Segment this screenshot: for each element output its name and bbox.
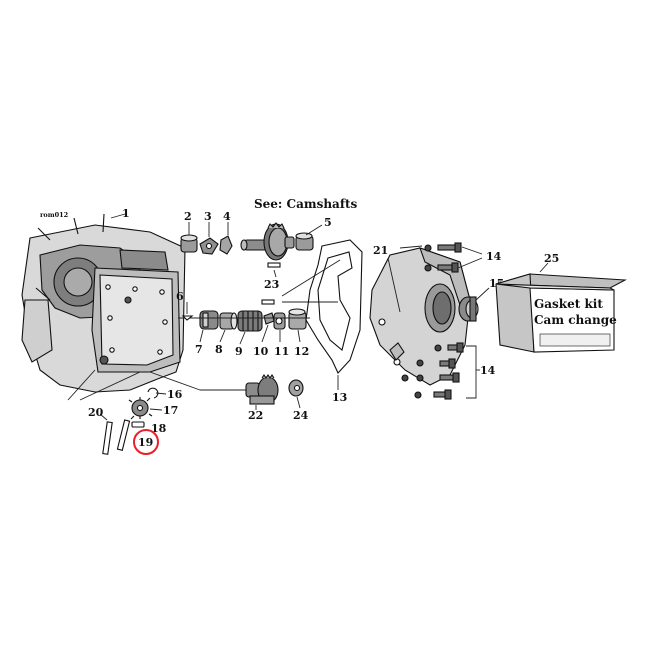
part-20-shaft xyxy=(102,421,113,455)
part-4-key xyxy=(219,235,233,255)
callout-19: 19 xyxy=(138,436,153,449)
part-5-bushing xyxy=(295,232,314,251)
crankcase xyxy=(21,213,186,393)
callout-24: 24 xyxy=(293,409,309,422)
reference-code: rom012 xyxy=(40,211,68,219)
part-15-seal xyxy=(458,296,479,322)
callout-4: 4 xyxy=(223,210,231,223)
callout-1: 1 xyxy=(122,207,130,220)
part-2-bushing xyxy=(180,234,198,253)
part-10-key xyxy=(263,312,275,325)
callout-17: 17 xyxy=(163,404,178,417)
part-19-highlight-ring xyxy=(133,429,159,455)
part-8-bushing xyxy=(219,312,238,330)
part-13-cam-cover-gasket xyxy=(305,239,363,374)
part-18-pin xyxy=(131,421,145,428)
callout-10: 10 xyxy=(253,345,269,358)
callout-5: 5 xyxy=(324,216,332,229)
callout-25: 25 xyxy=(544,252,559,265)
callout-2: 2 xyxy=(184,210,192,223)
part-25-gasket-kit xyxy=(495,273,627,353)
part-12-bushing xyxy=(288,308,307,330)
part-17-gear xyxy=(128,397,153,420)
callout-12: 12 xyxy=(294,345,309,358)
camshafts-note: See: Camshafts xyxy=(254,197,358,211)
part-21-cam-cover xyxy=(369,247,471,386)
callout-13: 13 xyxy=(332,391,347,404)
callout-8: 8 xyxy=(215,343,223,356)
callout-14-lower: 14 xyxy=(480,364,496,377)
gasket-kit-line-2: Cam change xyxy=(534,313,617,327)
callout-23: 23 xyxy=(264,278,279,291)
camshaft-gear-assembly xyxy=(240,222,295,261)
cover-screws-top xyxy=(424,242,462,273)
callout-6: 6 xyxy=(176,290,184,303)
callout-22: 22 xyxy=(248,409,263,422)
cover-screws-lower xyxy=(401,342,464,400)
callout-11: 11 xyxy=(274,345,289,358)
callout-20: 20 xyxy=(88,406,104,419)
part-24-washer xyxy=(288,379,304,397)
callout-9: 9 xyxy=(235,345,243,358)
part-9-pinion-gear xyxy=(237,310,263,332)
callout-14-top: 14 xyxy=(486,250,502,263)
part-3-washer xyxy=(199,237,219,255)
part-11-spacer xyxy=(273,312,286,330)
part-23-pin-lower xyxy=(261,299,275,305)
callout-7: 7 xyxy=(195,343,203,356)
part-23-pin-upper xyxy=(267,262,281,268)
callout-16: 16 xyxy=(167,388,183,401)
part-7-bearing xyxy=(199,310,219,330)
part-16-clip xyxy=(147,387,159,399)
callout-3: 3 xyxy=(204,210,212,223)
part-19-shaft xyxy=(116,419,131,451)
gasket-kit-line-1: Gasket kit xyxy=(534,297,603,311)
callout-21: 21 xyxy=(373,244,388,257)
callout-18: 18 xyxy=(151,422,167,435)
part-22-pinion-shaft-gear xyxy=(245,374,279,405)
